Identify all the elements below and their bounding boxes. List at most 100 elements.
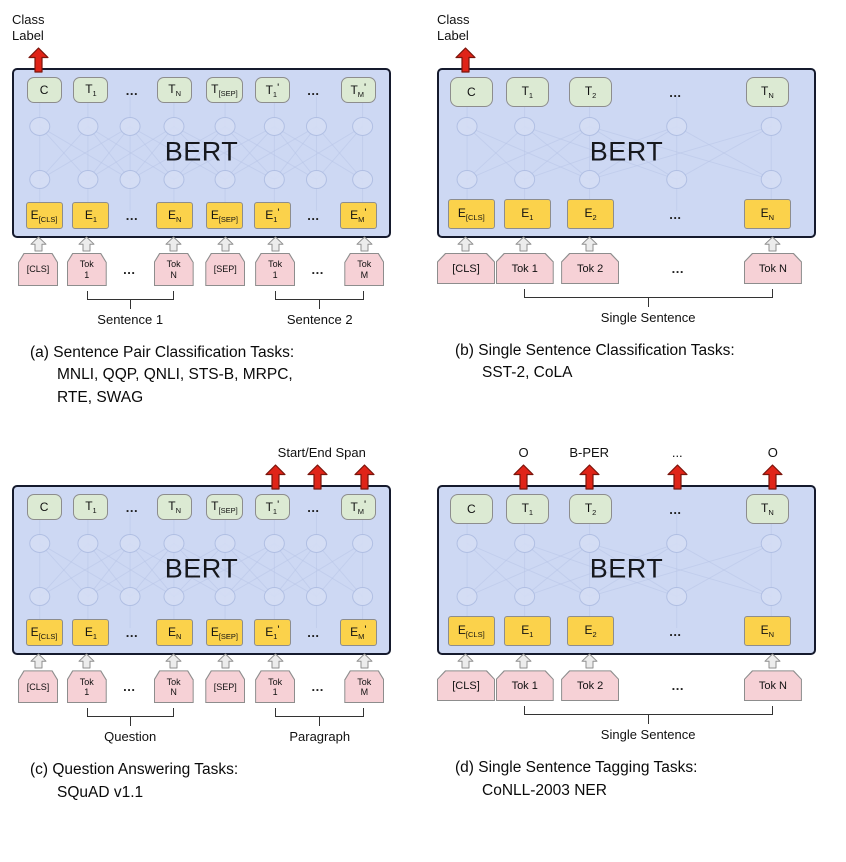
input-token-line: Tok <box>79 259 94 270</box>
output-token: TN <box>157 77 193 103</box>
embedding-token: E[SEP] <box>205 619 244 647</box>
group-brace: Sentence 2 <box>252 291 391 327</box>
gray-arrow-icon <box>764 653 781 669</box>
token-label: C <box>39 83 49 97</box>
input-token: [SEP] <box>205 670 246 704</box>
input-token: Tok 1 <box>495 253 554 284</box>
input-token-line: [SEP] <box>213 681 237 692</box>
embedding-token: EN <box>743 616 791 647</box>
output-label-line: Label <box>437 27 469 43</box>
token-label: E[CLS] <box>457 206 485 222</box>
group-brace: Question <box>64 708 198 744</box>
output-arrow-cell <box>553 464 625 490</box>
token-label: E1 <box>84 207 98 224</box>
caption-line: RTE, SWAG <box>57 388 144 406</box>
ellipsis: ... <box>671 261 684 276</box>
output-token-cell: T2 <box>556 494 625 525</box>
output-token-cell: TN <box>151 494 198 521</box>
output-token-cell: C <box>444 77 499 107</box>
token-label: EN <box>760 206 775 222</box>
input-token-line: M <box>360 269 369 280</box>
input-token-cell: Tok N <box>730 253 816 284</box>
token-label: E[SEP] <box>210 624 239 641</box>
input-token-cell: [CLS] <box>12 253 64 286</box>
input-token: [CLS] <box>437 253 495 284</box>
input-token-line: Tok <box>166 259 181 270</box>
input-token-label: [CLS] <box>438 254 494 283</box>
brace-stem <box>319 300 321 309</box>
ellipsis: ... <box>307 625 320 641</box>
input-token-cell: Tok N <box>730 670 816 702</box>
output-token-cell: T2 <box>556 77 625 107</box>
output-token-cell: C <box>19 77 69 103</box>
input-arrow-cell <box>729 236 816 252</box>
output-token: C <box>449 77 493 107</box>
brace-line <box>86 291 174 300</box>
input-token-label: [CLS] <box>438 671 494 701</box>
embedding-token: E1 <box>503 616 551 647</box>
token-label: C <box>466 502 476 517</box>
bert-label: BERT <box>589 553 664 584</box>
gray-arrow-icon <box>515 653 532 669</box>
gray-arrow-icon <box>30 236 47 251</box>
output-token: T1 <box>505 494 549 525</box>
embedding-token-cell: EM' <box>333 619 384 647</box>
token-label: T1' <box>265 498 280 516</box>
output-arrow-cell <box>252 464 297 490</box>
embedding-token: EN <box>156 619 194 647</box>
input-token-cell: Tok 2 <box>554 253 625 284</box>
input-arrow-cell <box>12 236 64 252</box>
input-token-line: 1 <box>84 269 90 280</box>
input-token-line: Tok 1 <box>511 262 538 275</box>
red-arrow-icon <box>762 464 783 490</box>
embedding-token-cell: E[SEP] <box>198 202 250 229</box>
caption-c: (c) Question Answering Tasks:SQuAD v1.1 <box>30 759 411 804</box>
token-label: C <box>39 500 49 515</box>
input-token-line: Tok 1 <box>511 679 538 692</box>
output-token-cell: T1' <box>251 77 295 103</box>
output-token: T1' <box>254 77 290 103</box>
embedding-token: E[SEP] <box>205 202 244 229</box>
input-token: Tok 2 <box>561 670 620 702</box>
token-label: TN <box>168 82 182 98</box>
token-label: C <box>466 85 476 99</box>
embedding-token: E1 <box>72 202 110 229</box>
ellipsis: ... <box>125 208 139 223</box>
embedding-token-cell: E1 <box>499 199 556 229</box>
token-label: E1 <box>521 623 534 640</box>
brace-row: Single Sentence <box>437 706 816 742</box>
token-label: TN <box>760 501 774 518</box>
brace-stem <box>647 298 649 307</box>
input-token-label: Tok 2 <box>562 254 619 283</box>
input-arrow-row <box>437 652 816 669</box>
input-arrow-cell <box>729 653 816 669</box>
input-token-line: Tok <box>357 259 372 270</box>
bert-label: BERT <box>164 553 239 584</box>
brace-stem <box>129 300 131 309</box>
ellipsis: ... <box>311 262 324 277</box>
brace-row: Single Sentence <box>437 289 816 325</box>
input-token-label: Tok 1 <box>496 671 553 701</box>
token-label: T[SEP] <box>211 82 238 98</box>
input-token: Tok N <box>743 253 802 284</box>
output-token: TN <box>745 494 789 525</box>
output-label: ... <box>625 445 729 463</box>
embedding-token: EM' <box>339 202 377 229</box>
ellipsis: ... <box>671 678 684 694</box>
input-token-line: 1 <box>84 686 90 697</box>
output-arrow-row <box>437 463 816 490</box>
